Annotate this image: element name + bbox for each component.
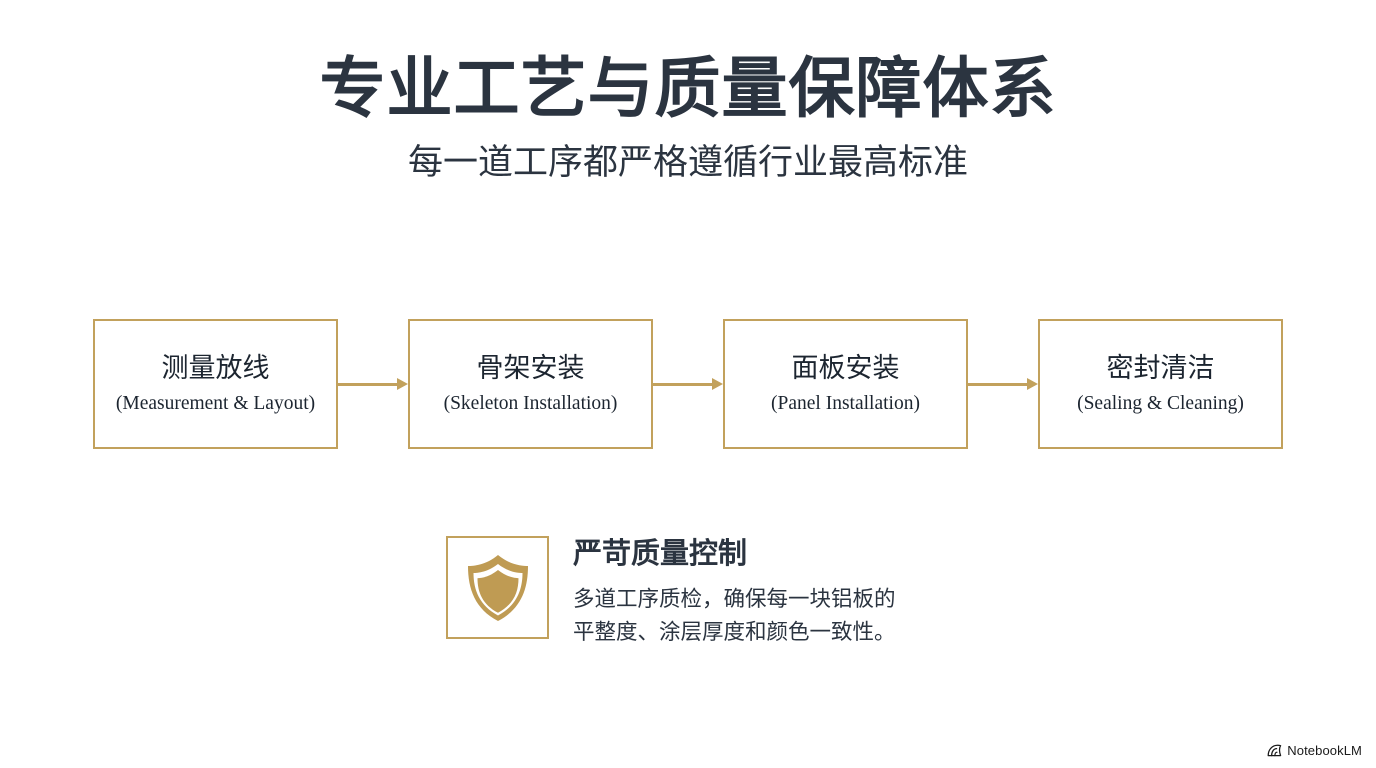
- quality-control-text: 严苛质量控制 多道工序质检，确保每一块铝板的 平整度、涂层厚度和颜色一致性。: [573, 536, 896, 649]
- notebooklm-watermark: NotebookLM: [1267, 744, 1362, 757]
- process-step-1: 测量放线 (Measurement & Layout): [93, 319, 338, 449]
- shield-icon-frame: [446, 536, 549, 639]
- process-step-4-label-en: (Sealing & Cleaning): [1077, 392, 1244, 414]
- process-step-3-label-en: (Panel Installation): [771, 392, 920, 414]
- quality-control-callout: 严苛质量控制 多道工序质检，确保每一块铝板的 平整度、涂层厚度和颜色一致性。: [446, 536, 896, 649]
- quality-control-description-line-1: 多道工序质检，确保每一块铝板的: [573, 586, 896, 611]
- page-title: 专业工艺与质量保障体系: [319, 51, 1057, 125]
- notebooklm-logo-icon: [1267, 744, 1282, 757]
- shield-icon: [465, 553, 531, 623]
- arrow-right-icon-3: [968, 378, 1038, 390]
- process-step-3: 面板安装 (Panel Installation): [723, 319, 968, 449]
- process-step-4-label-cn: 密封清洁: [1106, 352, 1215, 383]
- process-step-3-label-cn: 面板安装: [791, 352, 900, 383]
- quality-control-description-line-2: 平整度、涂层厚度和颜色一致性。: [573, 620, 896, 645]
- arrow-right-icon-1: [338, 378, 408, 390]
- arrow-right-icon-2: [653, 378, 723, 390]
- quality-control-title: 严苛质量控制: [573, 538, 748, 570]
- process-step-1-label-cn: 测量放线: [161, 352, 270, 383]
- process-step-2-label-cn: 骨架安装: [476, 352, 585, 383]
- slide-header: 专业工艺与质量保障体系 每一道工序都严格遵循行业最高标准: [0, 51, 1376, 184]
- notebooklm-watermark-label: NotebookLM: [1287, 743, 1362, 758]
- quality-control-description: 多道工序质检，确保每一块铝板的 平整度、涂层厚度和颜色一致性。: [573, 583, 896, 650]
- process-step-2: 骨架安装 (Skeleton Installation): [408, 319, 653, 449]
- process-flow-diagram: 测量放线 (Measurement & Layout) 骨架安装 (Skelet…: [93, 319, 1283, 449]
- page-subtitle: 每一道工序都严格遵循行业最高标准: [407, 142, 968, 182]
- process-step-1-label-en: (Measurement & Layout): [115, 392, 316, 414]
- process-step-2-label-en: (Skeleton Installation): [443, 392, 618, 414]
- process-step-4: 密封清洁 (Sealing & Cleaning): [1038, 319, 1283, 449]
